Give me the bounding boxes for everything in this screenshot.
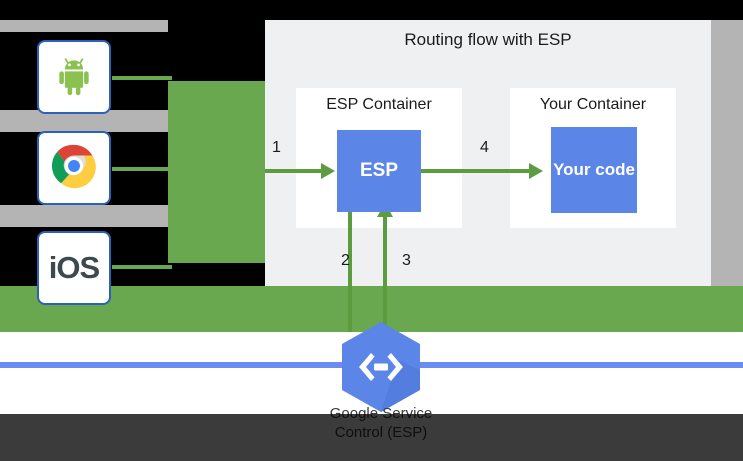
flow-arrowhead-1 [321, 163, 335, 179]
flow-line-2 [348, 212, 352, 332]
your-code-box[interactable]: Your code [551, 127, 637, 213]
gray-strip-middle [0, 110, 168, 132]
green-band [0, 286, 743, 332]
esp-box[interactable]: ESP [337, 130, 421, 212]
bottom-dark-overlay [0, 414, 743, 461]
step-number-3: 3 [402, 252, 411, 269]
flow-arrowhead-4 [529, 163, 543, 179]
flow-line-4 [421, 169, 531, 173]
your-code-label: Your code [553, 160, 635, 180]
flow-line-3 [383, 206, 387, 332]
step-number-1: 1 [272, 139, 281, 156]
gray-strip-lower [0, 205, 168, 227]
client-card-ios[interactable]: iOS [37, 231, 111, 305]
top-black-band [0, 0, 743, 20]
android-icon [52, 53, 96, 102]
client-card-android[interactable] [37, 40, 111, 114]
step-number-4: 4 [480, 139, 489, 156]
your-container-label: Your Container [539, 96, 647, 113]
step-number-2: 2 [341, 252, 350, 269]
ios-connector [112, 265, 172, 269]
chrome-icon [51, 143, 97, 194]
right-gray-strip [711, 20, 743, 292]
gray-strip-top [0, 20, 168, 32]
page-title: Routing flow with ESP [404, 30, 572, 49]
google-service-control-hexagon-icon [342, 322, 420, 412]
green-block [168, 81, 265, 263]
flow-line-1 [265, 169, 323, 173]
ios-icon: iOS [48, 250, 100, 285]
android-connector [112, 76, 172, 80]
client-card-chrome[interactable] [37, 131, 111, 205]
esp-container-label: ESP Container [326, 96, 432, 113]
chrome-connector [112, 167, 172, 171]
service-control-node[interactable] [338, 320, 424, 414]
